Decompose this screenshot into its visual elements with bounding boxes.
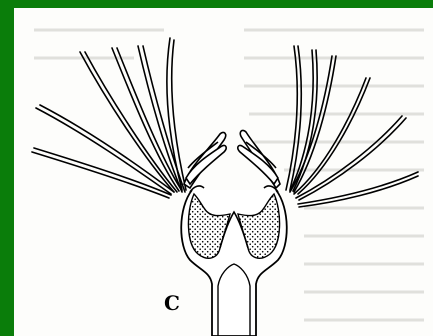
tentacle bbox=[172, 40, 186, 190]
panel-letter: C bbox=[164, 291, 180, 315]
tentacle bbox=[36, 108, 171, 194]
figure-panel: C bbox=[14, 8, 433, 336]
tentacle bbox=[40, 105, 174, 192]
body-column bbox=[181, 186, 287, 336]
inner-lobes bbox=[184, 130, 280, 188]
tentacle bbox=[286, 46, 297, 190]
tentacle bbox=[296, 116, 402, 198]
tentacle bbox=[298, 172, 418, 204]
tentacles-right bbox=[286, 46, 418, 207]
tentacle bbox=[34, 148, 171, 195]
tentacles-left bbox=[32, 38, 186, 198]
sea-anemone-diagram: C bbox=[14, 8, 433, 336]
tentacle bbox=[294, 78, 366, 194]
tentacle bbox=[143, 46, 185, 192]
